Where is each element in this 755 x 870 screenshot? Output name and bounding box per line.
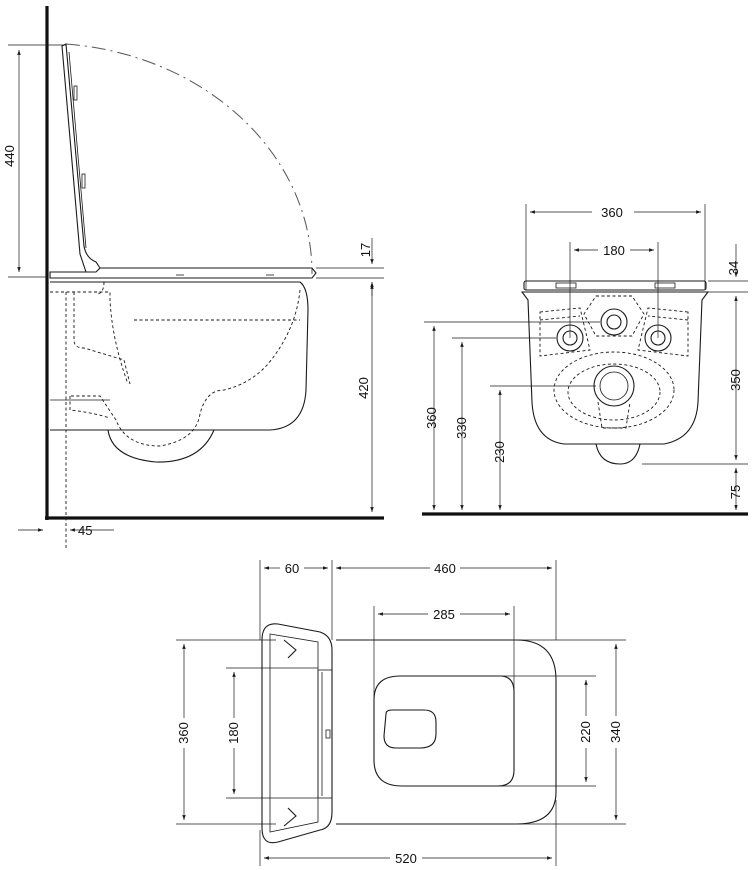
front-dim-34: 34 [726,261,741,275]
bowl-body [50,281,309,431]
top-dim-285: 285 [433,607,455,622]
front-body [520,291,710,445]
top-dim-520: 520 [395,851,417,866]
top-dim-220: 220 [578,721,593,743]
top-view: 60 460 285 360 180 220 340 [176,560,626,866]
dim-45: 45 [78,523,92,538]
front-dim-330: 330 [454,417,469,439]
front-dim-350: 350 [728,369,743,391]
front-dim-230: 230 [492,441,507,463]
lid-swing-arc [65,43,313,275]
front-seat [523,280,707,291]
dim-420: 420 [356,377,371,399]
front-dim-75: 75 [728,485,743,499]
hinge-block [261,623,333,844]
dim-17: 17 [358,243,373,257]
bowl-bottom [107,429,215,463]
top-dim-460: 460 [434,561,456,576]
top-seat [336,639,557,825]
top-dim-180: 180 [226,722,241,744]
seat [49,267,317,279]
top-dim-340: 340 [608,721,623,743]
dim-440: 440 [2,145,17,167]
front-view: 360 180 34 350 75 360 330 230 [422,204,748,516]
front-dim-180: 180 [603,243,625,258]
seat-opening [373,675,515,787]
top-dim-360: 360 [176,722,191,744]
top-dim-60: 60 [285,561,299,576]
side-view: 440 17 420 45 [2,6,384,548]
bowl-outlet [383,709,437,749]
front-dim-360-vertical: 360 [424,407,439,429]
raised-lid [61,43,101,273]
front-dim-360: 360 [601,205,623,220]
